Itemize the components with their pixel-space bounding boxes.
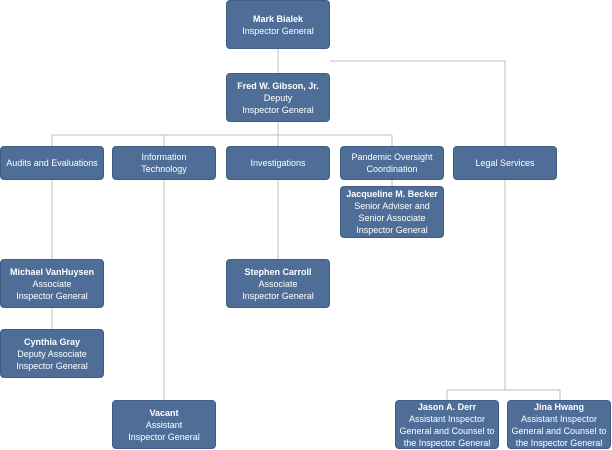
node-name: Cynthia Gray — [23, 336, 81, 347]
node-title: Assistant Inspector — [408, 413, 486, 424]
node-vanhuysen: Michael VanHuysen Associate Inspector Ge… — [0, 259, 104, 308]
node-name: Jason A. Derr — [417, 401, 477, 412]
node-title: Pandemic Oversight — [351, 152, 433, 162]
node-title: Legal Services — [475, 158, 535, 168]
node-title: General and Counsel to — [399, 425, 495, 436]
node-name: Mark Bialek — [252, 13, 304, 24]
node-title: Investigations — [250, 158, 306, 168]
node-title: Inspector General — [356, 225, 428, 235]
node-title: Associate — [258, 278, 298, 289]
node-title: the Inspector General — [515, 437, 603, 448]
node-name: Jina Hwang — [533, 401, 584, 412]
node-title: Inspector General — [16, 290, 88, 301]
node-title: Senior Associate — [358, 213, 426, 223]
node-title: Information — [141, 152, 187, 162]
node-becker: Jacqueline M. Becker Senior Adviser and … — [340, 186, 444, 238]
node-title: Coordination — [366, 164, 418, 174]
node-title: Associate — [32, 278, 72, 289]
node-vacant: Vacant Assistant Inspector General — [112, 400, 216, 449]
node-title: Audits and Evaluations — [6, 158, 98, 168]
node-name: Fred W. Gibson, Jr. — [237, 80, 319, 91]
node-gray: Cynthia Gray Deputy Associate Inspector … — [0, 329, 104, 378]
node-investigations: Investigations — [226, 146, 330, 180]
node-name: Vacant — [149, 407, 179, 418]
node-pandemic-oversight: Pandemic Oversight Coordination — [340, 146, 444, 180]
node-title: Assistant Inspector — [520, 413, 598, 424]
connector-ig-legal — [330, 60, 506, 146]
node-derr: Jason A. Derr Assistant Inspector Genera… — [395, 400, 499, 449]
node-title: Deputy — [263, 92, 293, 103]
node-audits-evaluations: Audits and Evaluations — [0, 146, 104, 180]
node-title: Technology — [141, 164, 187, 174]
node-title: Inspector General — [242, 25, 314, 36]
node-title: Senior Adviser and — [354, 201, 430, 211]
node-name: Michael VanHuysen — [9, 266, 95, 277]
node-legal-services: Legal Services — [453, 146, 557, 180]
node-title: Inspector General — [128, 431, 200, 442]
node-title: Assistant — [145, 419, 183, 430]
node-title: Inspector General — [242, 290, 314, 301]
node-deputy: Fred W. Gibson, Jr. Deputy Inspector Gen… — [226, 73, 330, 122]
node-carroll: Stephen Carroll Associate Inspector Gene… — [226, 259, 330, 308]
node-information-technology: Information Technology — [112, 146, 216, 180]
node-name: Stephen Carroll — [244, 266, 312, 277]
node-title: Deputy Associate — [17, 348, 87, 359]
node-inspector-general: Mark Bialek Inspector General — [226, 0, 330, 49]
node-hwang: Jina Hwang Assistant Inspector General a… — [507, 400, 611, 449]
node-name: Jacqueline M. Becker — [346, 189, 438, 199]
node-title: Inspector General — [242, 104, 314, 115]
node-title: Inspector General — [16, 360, 88, 371]
node-title: the Inspector General — [403, 437, 491, 448]
node-title: General and Counsel to — [511, 425, 607, 436]
